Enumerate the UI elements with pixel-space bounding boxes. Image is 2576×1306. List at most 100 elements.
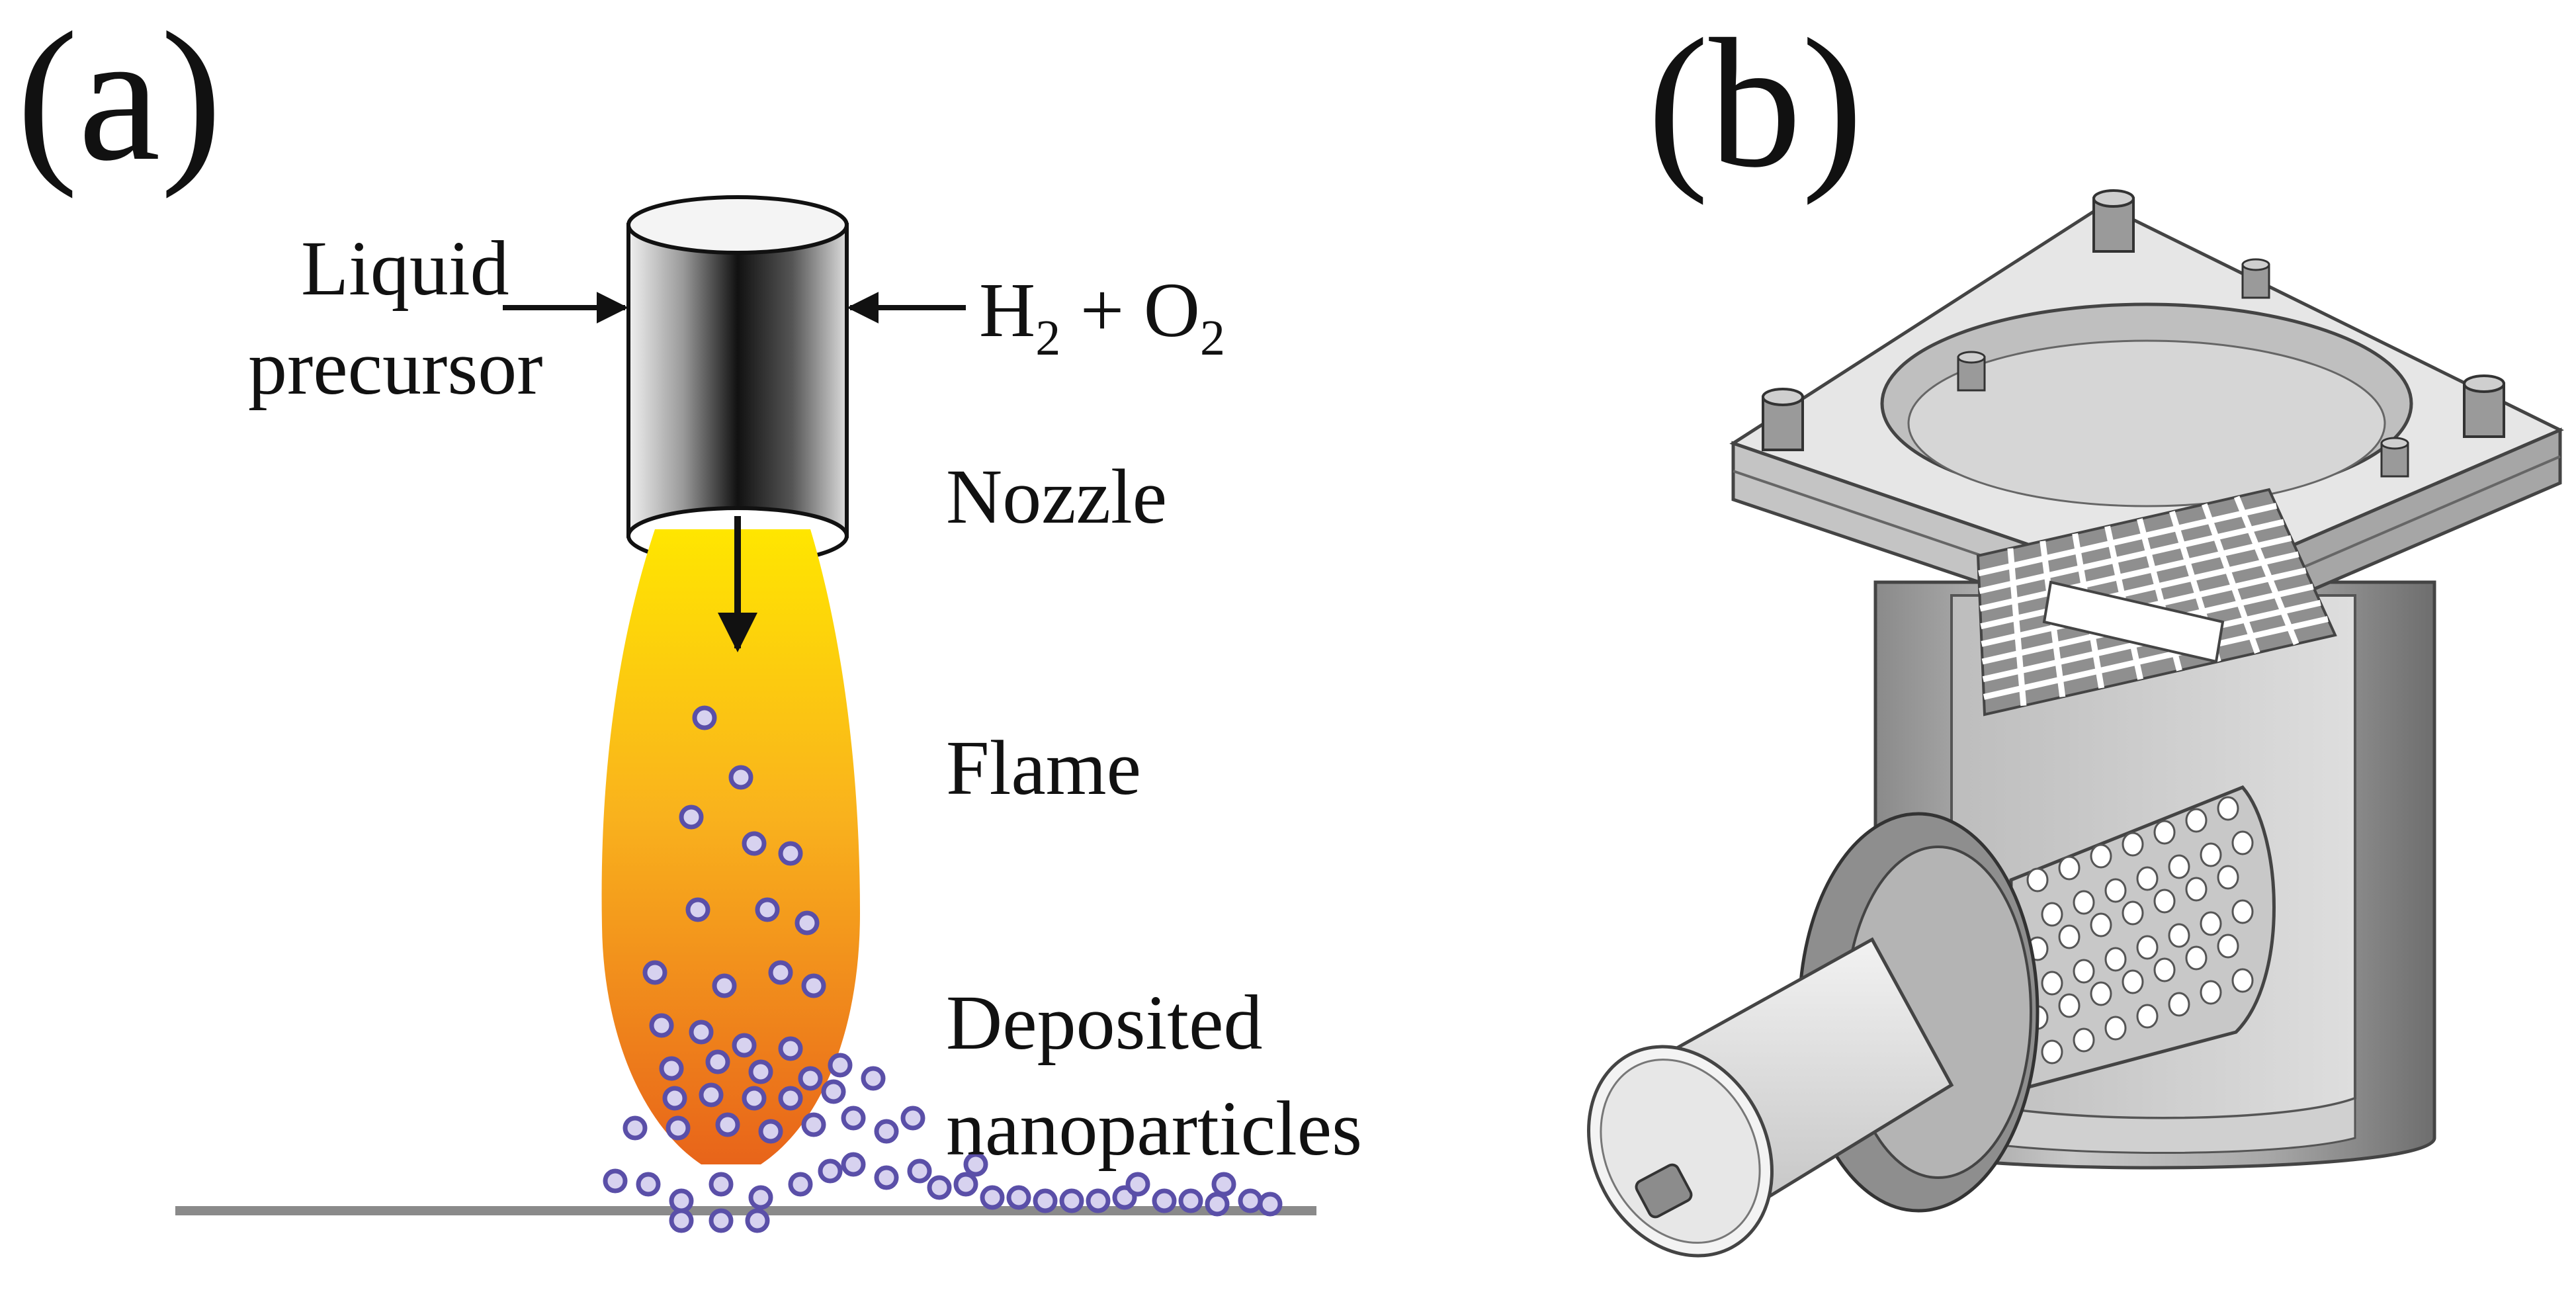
panel-b: (b): [1587, 0, 2564, 1258]
nanoparticle: [1125, 1172, 1150, 1197]
nanoparticle: [662, 1086, 687, 1111]
mesh-wire: [1980, 551, 2299, 630]
nanoparticle: [798, 1066, 823, 1091]
panel-a: (a) Liquid precursor H2 + O2 Nozzle Flam…: [17, 0, 1362, 1233]
nanoparticle: [705, 1049, 730, 1074]
nanoparticle: [715, 1112, 740, 1137]
perforation-hole: [2200, 842, 2222, 867]
nanoparticle: [1178, 1188, 1203, 1213]
nanoparticle: [748, 1059, 773, 1084]
perforation-hole: [2122, 900, 2144, 926]
nozzle-label: Nozzle: [946, 453, 1167, 540]
perforation-hole: [2058, 924, 2081, 949]
perforation-hole: [2168, 854, 2190, 879]
perforation-hole: [2104, 947, 2127, 972]
perforation-hole: [2217, 796, 2239, 821]
nanoparticle: [1059, 1188, 1084, 1213]
nozzle: [626, 195, 849, 566]
nanoparticle: [745, 1208, 770, 1233]
nanoparticle: [841, 1106, 866, 1131]
mesh-wire: [1979, 535, 2292, 612]
nanoparticle: [778, 1036, 803, 1061]
nanoparticle: [841, 1152, 866, 1177]
nanoparticle: [1258, 1192, 1283, 1217]
panel-a-label: (a): [17, 0, 222, 199]
perforation-hole: [2041, 1039, 2063, 1065]
perforation-hole: [2200, 911, 2222, 936]
perforation-hole: [2168, 923, 2190, 948]
nanoparticles-label: nanoparticles: [946, 1085, 1362, 1172]
nanoparticle: [794, 910, 820, 936]
perforation-hole: [2041, 902, 2063, 927]
gas-h: H: [979, 267, 1035, 353]
nanoparticle: [742, 1086, 767, 1111]
nanoparticle: [689, 1020, 714, 1045]
perforation-hole: [2231, 830, 2254, 855]
bolt: [2241, 258, 2270, 299]
perforation-hole: [2153, 820, 2176, 845]
perforations: [2026, 796, 2254, 1065]
nanoparticle: [980, 1185, 1005, 1210]
nanoparticle: [900, 1106, 925, 1131]
nanoparticle: [1006, 1185, 1031, 1210]
nanoparticle: [1033, 1188, 1058, 1213]
nanoparticle: [1205, 1192, 1230, 1217]
flame-label: Flame: [946, 724, 1141, 811]
perforation-hole: [2058, 855, 2081, 881]
perforation-hole: [2058, 993, 2081, 1018]
nanoparticle: [755, 897, 780, 922]
nanoparticle: [742, 831, 767, 856]
nanoparticle: [953, 1172, 978, 1197]
bolt: [1957, 351, 1986, 392]
perforation-hole: [2122, 969, 2144, 994]
perforation-hole: [2041, 971, 2063, 996]
nanoparticle: [636, 1172, 661, 1197]
nanoparticles: [603, 705, 1283, 1233]
nanoparticle: [712, 973, 737, 998]
nanoparticle: [623, 1115, 648, 1141]
gas-o-subscript: 2: [1200, 310, 1225, 366]
perforation-hole: [2026, 867, 2049, 892]
deposited-label: Deposited: [946, 979, 1262, 1066]
perforation-hole: [2104, 878, 2127, 903]
perforation-hole: [2136, 1004, 2159, 1029]
nanoparticle: [861, 1066, 886, 1091]
nanoparticle: [669, 1188, 694, 1213]
nanoparticle: [692, 705, 717, 730]
gas-label: H2 + O2: [979, 267, 1225, 366]
perforation-hole: [2153, 957, 2176, 982]
perforation-hole: [2231, 899, 2254, 924]
mesh-wire: [1978, 503, 2278, 577]
top-flange: [1729, 203, 2564, 651]
bolt: [1762, 388, 1804, 451]
mesh-sample-strip: [2042, 580, 2225, 664]
flange-bolts: [1762, 189, 2505, 478]
nanoparticle: [1238, 1188, 1263, 1213]
nanoparticle: [1152, 1188, 1177, 1213]
mesh-wire: [2007, 548, 2027, 707]
perforation-hole: [2200, 980, 2222, 1005]
perforation-hole: [2185, 877, 2208, 902]
nanoparticle: [874, 1119, 899, 1144]
nanoparticle: [642, 960, 667, 985]
nanoparticle: [649, 1013, 674, 1038]
nanoparticle: [768, 960, 793, 985]
bolt: [2463, 374, 2505, 438]
perforation-hole: [2136, 866, 2159, 891]
liquid-label: Liquid: [301, 225, 509, 312]
perforation-hole: [2217, 865, 2239, 890]
perforation-hole: [2168, 992, 2190, 1017]
perforation-hole: [2122, 832, 2144, 857]
nanoparticle: [685, 897, 710, 922]
perforation-hole: [2231, 968, 2254, 993]
mesh-wire: [1983, 616, 2329, 700]
wire-mesh: [1976, 488, 2337, 717]
perforation-hole: [2185, 808, 2208, 833]
nanoparticle: [669, 1208, 694, 1233]
nanoparticle: [665, 1115, 691, 1141]
perforation-hole: [2090, 912, 2112, 937]
nanoparticle: [821, 1079, 846, 1104]
nanoparticle: [758, 1119, 783, 1144]
bolt: [2380, 437, 2409, 478]
